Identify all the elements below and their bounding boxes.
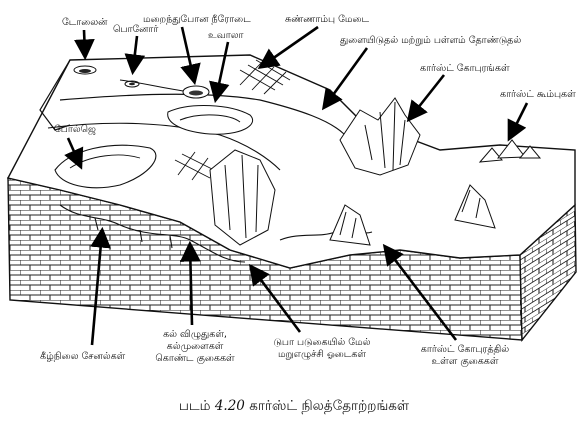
- label-karren: துளையிடுதல் மற்றும் பள்ளம் தோண்டுதல்: [340, 35, 522, 46]
- label-tower-caves-line2: உள்ள குகைகள்: [431, 356, 499, 367]
- label-disappearing-stream: மறைந்துபோன நீரோடை: [143, 14, 251, 25]
- label-karst-towers: கார்ஸ்ட் கோபுரங்கள்: [420, 63, 510, 74]
- karst-cones: [478, 139, 542, 163]
- label-uvala: உவாலா: [208, 30, 244, 41]
- label-caves: கல் விழுதுகள், கல்முளைகள் கொண்ட குகைகள்: [150, 329, 240, 365]
- label-tower-caves-line1: கார்ஸ்ட் கோபுரத்தில்: [420, 344, 510, 355]
- label-resurgence: டுபா படுகையில் மேல் மறுஎழுச்சி ஓடைகள்: [262, 337, 382, 361]
- label-tower-caves: கார்ஸ்ட் கோபுரத்தில் உள்ள குகைகள்: [410, 344, 520, 368]
- label-caves-line3: கொண்ட குகைகள்: [155, 353, 235, 364]
- label-caves-line2: கல்முளைகள்: [166, 341, 224, 352]
- karst-towers: [209, 97, 496, 246]
- caption-title: கார்ஸ்ட் நிலத்தோற்றங்கள்: [249, 398, 410, 414]
- caption-prefix: படம்: [178, 398, 211, 414]
- label-limestone-plateau: சுண்ணாம்பு மேடை: [285, 14, 370, 25]
- label-resurgence-line2: மறுஎழுச்சி ஓடைகள்: [277, 349, 367, 360]
- figure-caption: படம் 4.20 கார்ஸ்ட் நிலத்தோற்றங்கள்: [0, 398, 588, 416]
- label-leader-arrows: [64, 25, 529, 346]
- label-polje: போல்ஜெ: [54, 124, 96, 135]
- label-doline: டோலைன்: [62, 17, 108, 28]
- label-resurgence-line1: டுபா படுகையில் மேல்: [273, 337, 371, 348]
- label-caves-line1: கல் விழுதுகள்,: [163, 329, 227, 340]
- caption-number: 4.20: [214, 398, 245, 414]
- label-karst-cones: கார்ஸ்ட் கூம்புகள்: [500, 89, 576, 100]
- label-ponor: பொனோர்: [113, 24, 159, 35]
- label-underground-channels: கீழ்நிலை சேனல்கள்: [40, 351, 126, 362]
